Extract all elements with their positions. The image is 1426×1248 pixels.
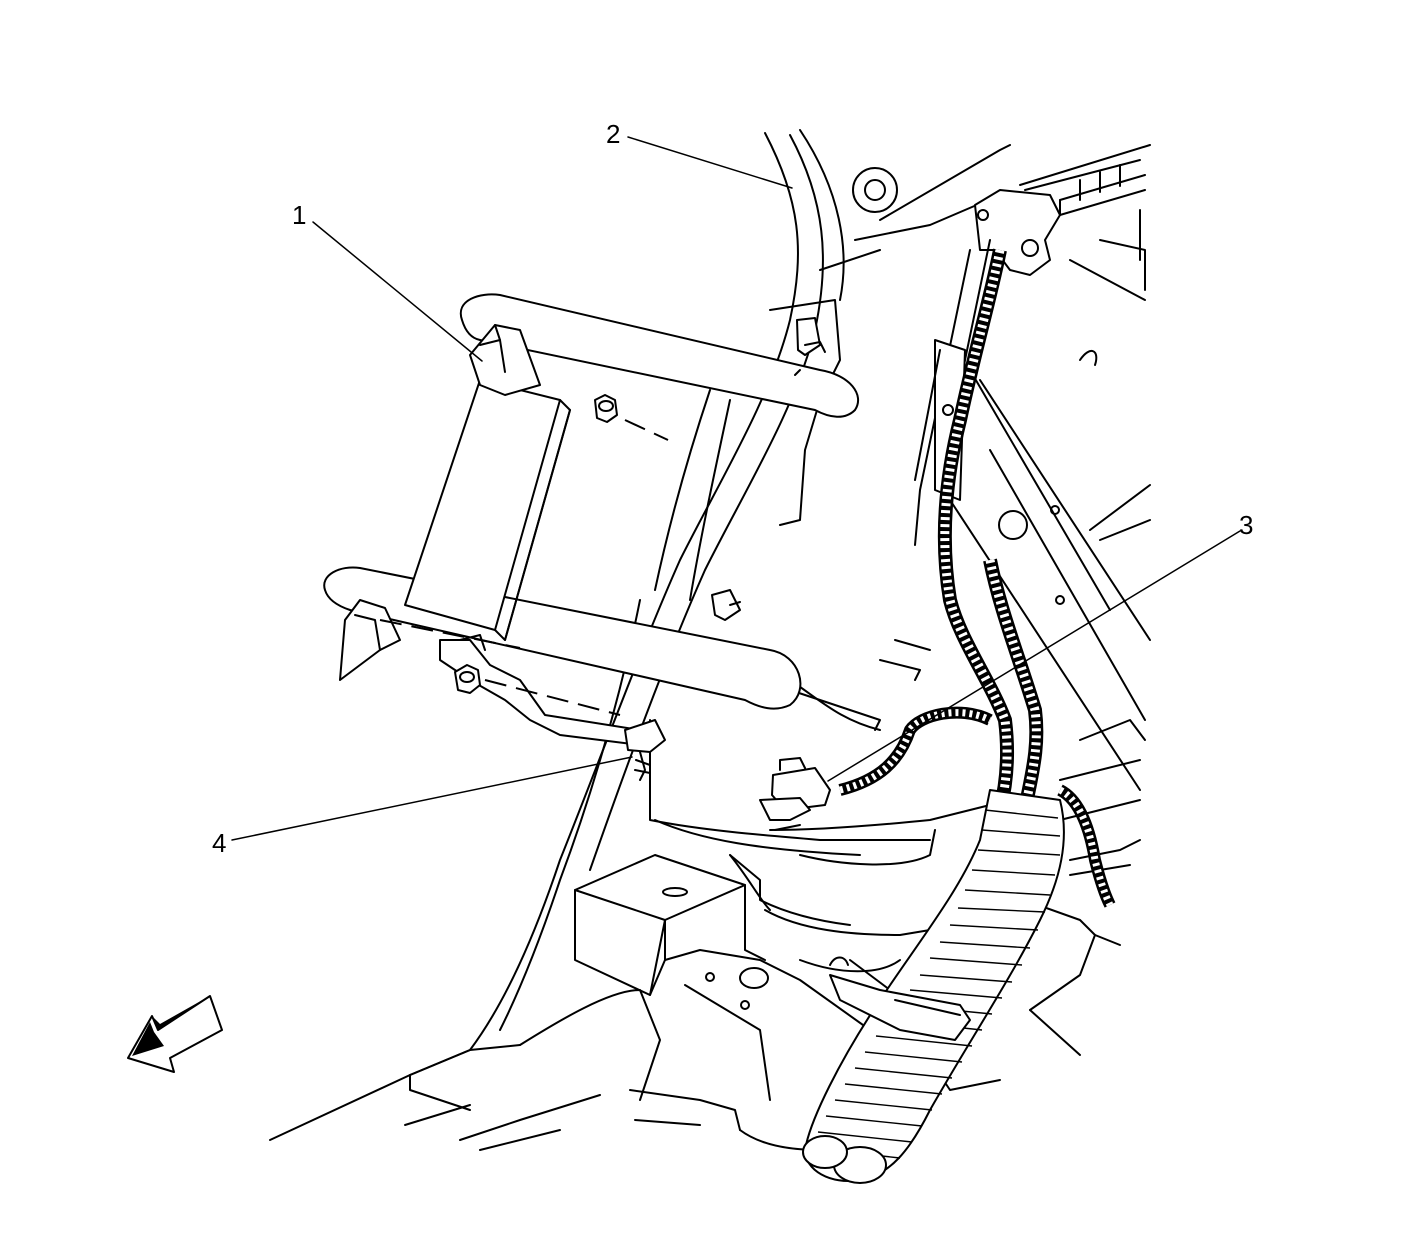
electrical-connector — [759, 757, 831, 831]
vehicle-body-structure — [269, 129, 1151, 1151]
mounting-nut-upper — [594, 394, 618, 423]
callout-3: 3 — [1239, 510, 1253, 540]
callout-leaders — [231, 136, 1241, 841]
sensor-module-bracket — [323, 293, 860, 746]
callout-2: 2 — [606, 119, 620, 149]
mounting-nut-lower — [454, 664, 481, 694]
callout-4: 4 — [212, 828, 226, 858]
mounting-studs — [711, 317, 826, 621]
alignment-lines — [379, 419, 669, 716]
callout-1: 1 — [292, 200, 306, 230]
forward-direction-arrow-icon — [127, 995, 223, 1073]
harness-retainer-clip — [624, 719, 666, 781]
wiring-harness — [802, 248, 1116, 1184]
